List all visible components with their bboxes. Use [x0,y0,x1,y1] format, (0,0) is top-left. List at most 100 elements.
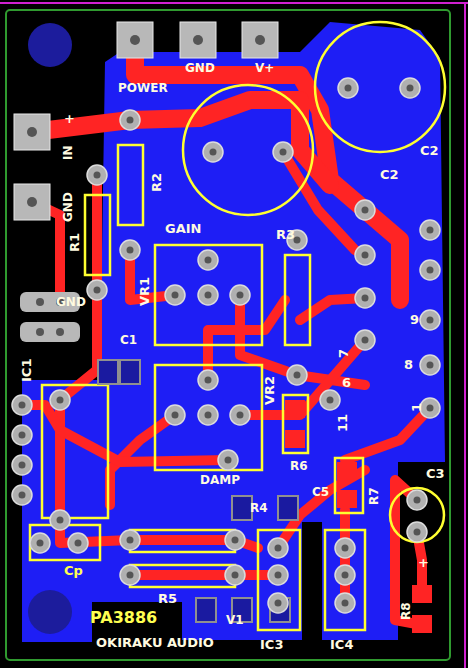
silkscreen-outline [335,458,363,513]
pad-hole [225,457,232,464]
silkscreen-outline [118,145,143,225]
pad-hole [232,537,239,544]
square-pad [242,22,278,58]
through-hole-pad [273,142,293,162]
pad-hole [327,397,334,404]
through-hole-pad [420,355,440,375]
silkscreen-outline [155,365,262,470]
pad-hole [414,529,421,536]
pad-hole [345,85,352,92]
pad-hole [75,540,82,547]
pad-hole [19,432,26,439]
silkscreen-outline [30,525,100,560]
silkscreen-label: GAIN [165,222,201,235]
through-hole-pad [420,260,440,280]
through-hole-pad [50,390,70,410]
silkscreen-outline [130,530,235,552]
pad-hole [94,287,101,294]
board-edge-line [0,2,468,4]
copper-trace [135,40,400,300]
silkscreen-label: VR2 [263,376,276,405]
through-hole-pad [225,565,245,585]
silkscreen-label: R3 [276,228,295,241]
through-hole-pad [355,288,375,308]
pad-hole [280,149,287,156]
pad-hole [275,572,282,579]
silkscreen-label: VR1 [138,277,151,306]
through-hole-pad [230,405,250,425]
through-hole-pad [198,370,218,390]
silkscreen-label: PA3886 [90,610,157,626]
silkscreen-label: R8 [400,602,412,620]
pad-hole [36,328,44,336]
pad-hole [414,497,421,504]
silkscreen-label: OKIRAKU AUDIO [96,636,214,649]
pad-hole [36,298,44,306]
copper-pour [22,22,445,642]
silkscreen-label: C3 [426,467,445,480]
pad-hole [193,35,203,45]
pad-hole [407,85,414,92]
pad-hole [294,372,301,379]
pad-hole [205,412,212,419]
silkscreen-label: R6 [290,460,308,472]
through-hole-pad [320,390,340,410]
through-hole-pad [268,593,288,613]
silkscreen-label: GND [56,296,86,308]
pad-hole [427,405,434,412]
through-hole-pad [355,330,375,350]
silkscreen-label: GND [62,192,74,222]
capacitor-outline [183,85,313,215]
silkscreen-outline [285,255,310,345]
pad-hole [342,600,349,607]
copper-trace [345,408,430,460]
smd-pad [120,360,140,384]
pad-hole [427,362,434,369]
pad-hole [172,412,179,419]
connector-pad [20,322,80,342]
pad-hole [127,247,134,254]
through-hole-pad [287,365,307,385]
mounting-hole [28,23,72,67]
smd-pad [196,598,216,622]
pad-hole [275,545,282,552]
pad-hole [362,207,369,214]
pad-hole [94,172,101,179]
through-hole-pad [12,485,32,505]
silkscreen-label: V1 [226,614,244,626]
through-hole-pad [225,530,245,550]
through-hole-pad [407,522,427,542]
capacitor-outline [390,488,444,542]
through-hole-pad [50,510,70,530]
through-hole-pad [407,490,427,510]
copper-trace [278,470,365,548]
smd-pad [412,615,432,633]
through-hole-pad [30,533,50,553]
silkscreen-outline [258,530,300,630]
copper-trace [130,570,278,580]
smd-pad [412,585,432,603]
through-hole-pad [87,280,107,300]
square-pad [14,184,50,220]
through-hole-pad [268,538,288,558]
silkscreen-label: R7 [368,487,380,505]
silkscreen-label: R2 [150,173,163,192]
through-hole-pad [87,165,107,185]
through-hole-pad [165,285,185,305]
pad-hole [205,292,212,299]
silkscreen-label: Cp [64,564,83,577]
silkscreen-label: IC4 [330,638,353,651]
smd-pad [98,360,118,384]
copper-trace [22,405,228,462]
through-hole-pad [355,200,375,220]
pad-hole [205,377,212,384]
silkscreen-label: GND [185,62,215,74]
silkscreen-label: 1 [410,403,423,412]
through-hole-pad [268,565,288,585]
silkscreen-label: 9 [410,313,419,326]
pad-hole [27,197,37,207]
through-hole-pad [120,240,140,260]
square-pad [117,22,153,58]
silkscreen-label: 8 [404,358,413,371]
through-hole-pad [335,565,355,585]
